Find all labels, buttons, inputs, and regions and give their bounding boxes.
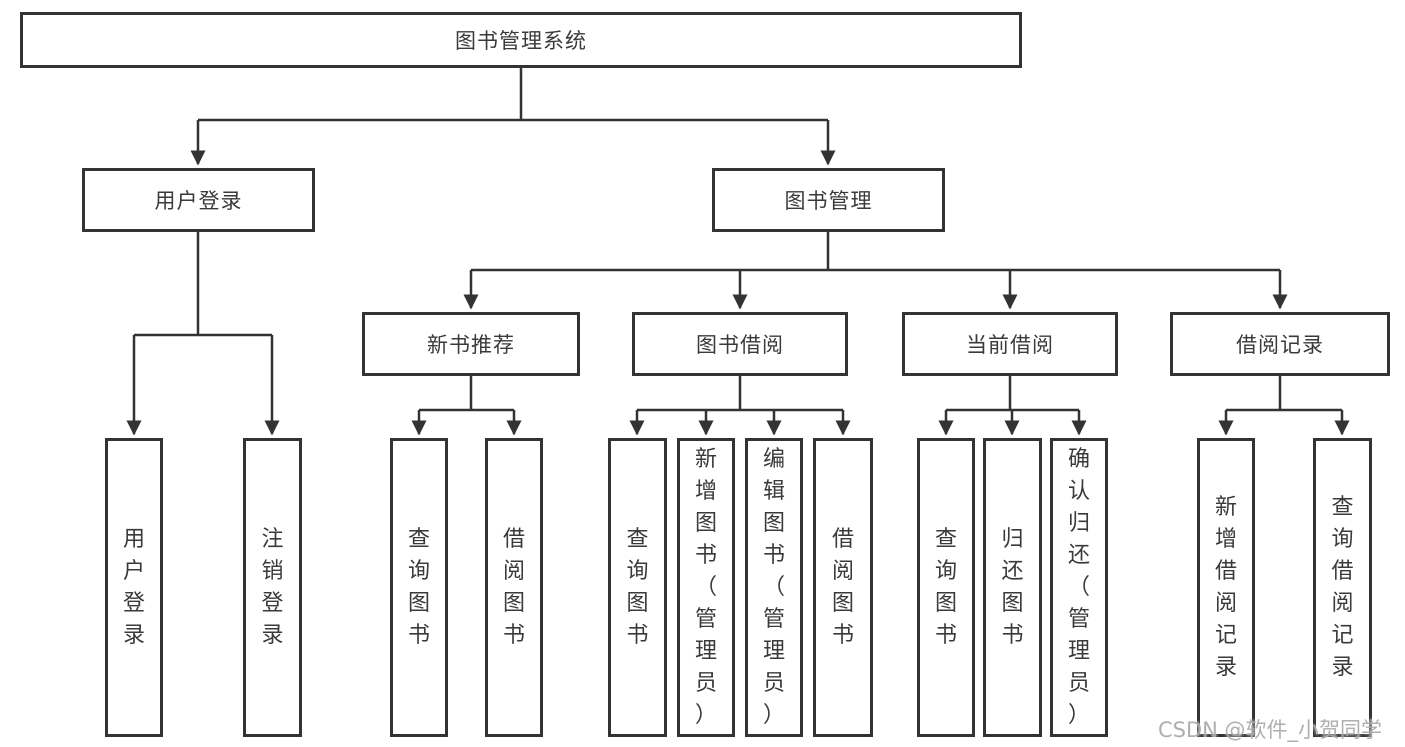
connector-user-login-to-leaves (126, 232, 280, 436)
leaf-add-books-admin: 新 增 图 书 （ 管 理 员 ） (677, 438, 735, 737)
csdn-watermark: CSDN @软件_小贺同学 (1158, 718, 1383, 742)
node-library-management-system: 图书管理系统 (20, 12, 1022, 68)
leaf-return-books: 归 还 图 书 (983, 438, 1042, 737)
connector-new-book-to-leaves (411, 376, 522, 436)
node-new-book-recommend: 新书推荐 (362, 312, 580, 376)
leaf-borrow-books: 借 阅 图 书 (813, 438, 873, 737)
leaf-query-books-current: 查 询 图 书 (917, 438, 975, 737)
node-book-borrow: 图书借阅 (632, 312, 848, 376)
node-book-management: 图书管理 (712, 168, 945, 232)
connector-current-borrow-to-leaves (938, 376, 1087, 436)
node-current-borrow: 当前借阅 (902, 312, 1118, 376)
connector-borrow-records-to-leaves (1218, 376, 1350, 436)
node-borrow-records: 借阅记录 (1170, 312, 1390, 376)
leaf-logout-login: 注 销 登 录 (243, 438, 302, 737)
leaf-edit-books-admin: 编 辑 图 书 （ 管 理 员 ） (745, 438, 803, 737)
node-user-login: 用户登录 (82, 168, 315, 232)
leaf-user-login: 用 户 登 录 (105, 438, 163, 737)
connector-book-management-to-level3 (463, 232, 1288, 310)
leaf-query-books-borrow: 查 询 图 书 (608, 438, 667, 737)
leaf-add-borrow-record: 新 增 借 阅 记 录 (1197, 438, 1255, 737)
connector-book-borrow-to-leaves (629, 376, 851, 436)
leaf-query-borrow-record: 查 询 借 阅 记 录 (1313, 438, 1372, 737)
leaf-confirm-return-admin: 确 认 归 还 （ 管 理 员 ） (1050, 438, 1108, 737)
connector-root-to-level2 (190, 68, 836, 166)
leaf-query-books-recommend: 查 询 图 书 (390, 438, 448, 737)
leaf-borrow-books-recommend: 借 阅 图 书 (485, 438, 543, 737)
